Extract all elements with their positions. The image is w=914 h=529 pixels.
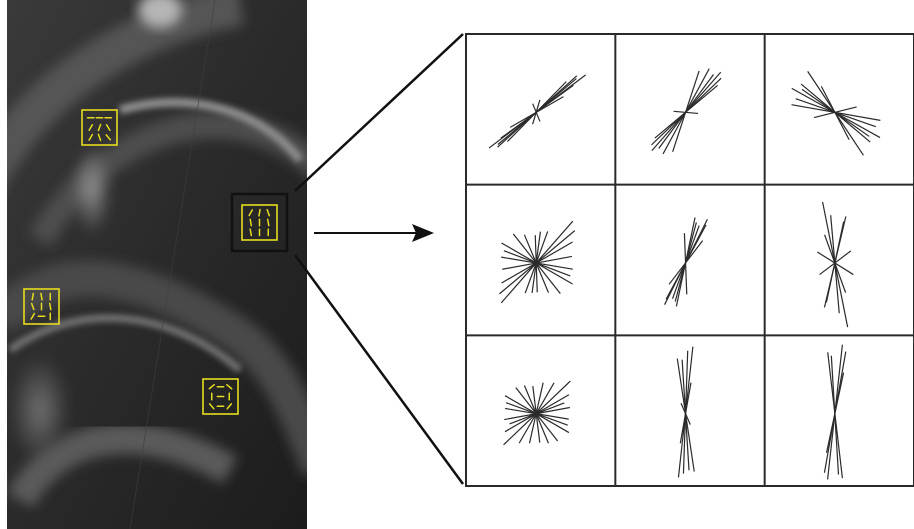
zoom-line-top: [294, 33, 464, 192]
orientation-dash: [258, 208, 261, 217]
orientation-dash: [249, 228, 253, 237]
orientation-ray: [503, 250, 571, 277]
orientation-dash: [266, 218, 270, 227]
orientation-ray: [651, 77, 722, 146]
sample-box-outline: [81, 109, 118, 146]
orientation-ray: [499, 230, 576, 295]
orientation-dash: [266, 208, 271, 217]
orientation-dash: [40, 292, 43, 301]
orientation-star-6: [816, 201, 854, 328]
orientation-star-2: [651, 68, 722, 155]
sample-box-outline: [202, 378, 239, 415]
arrow-head-icon: [412, 224, 434, 242]
orientation-grid: [465, 33, 914, 487]
sample-box-outline: [23, 288, 60, 325]
orientation-dash: [88, 123, 94, 132]
orientation-ray: [825, 372, 845, 453]
orientation-ray: [528, 382, 544, 444]
orientation-star-3: [791, 71, 881, 156]
orientation-ray: [509, 402, 565, 425]
sample-box-upper-left: [81, 109, 118, 146]
sample-box-highlighted: [230, 192, 289, 253]
orientation-star-4: [499, 220, 576, 304]
orientation-dash: [208, 383, 215, 390]
orientation-dash: [105, 134, 112, 141]
sample-box-left-middle: [23, 288, 60, 325]
sample-box-lower-right: [202, 378, 239, 415]
zoom-line-bottom: [293, 254, 465, 485]
orientation-ray: [801, 88, 870, 137]
sample-box-outline: [241, 204, 278, 241]
orientation-star-9: [823, 344, 847, 480]
orientation-dash: [208, 403, 215, 410]
orientation-dash: [88, 133, 94, 141]
highlight-frame: [230, 192, 289, 253]
orientation-dash: [226, 403, 233, 410]
orientation-dash: [105, 123, 111, 132]
orientation-ray: [668, 240, 704, 285]
orientation-dash: [97, 123, 102, 132]
orientation-dash: [249, 218, 253, 227]
orientation-dash: [248, 209, 254, 217]
orientation-ray: [819, 250, 852, 276]
orientation-dash: [31, 292, 35, 301]
sample-boxes: [23, 109, 289, 415]
orientation-star-5: [664, 217, 708, 307]
orientation-star-8: [676, 346, 695, 478]
orientation-ray: [497, 78, 577, 145]
orientation-dash: [226, 383, 233, 390]
orientation-dash: [30, 312, 36, 320]
radiograph-image: [7, 0, 307, 529]
zoom-connectors: [293, 33, 465, 485]
orientation-ray: [680, 403, 691, 425]
orientation-dash: [48, 302, 52, 311]
orientation-star-7: [503, 380, 571, 446]
orientation-dash: [97, 133, 102, 142]
orientation-star-1: [488, 74, 587, 149]
orientation-dash: [30, 302, 35, 311]
